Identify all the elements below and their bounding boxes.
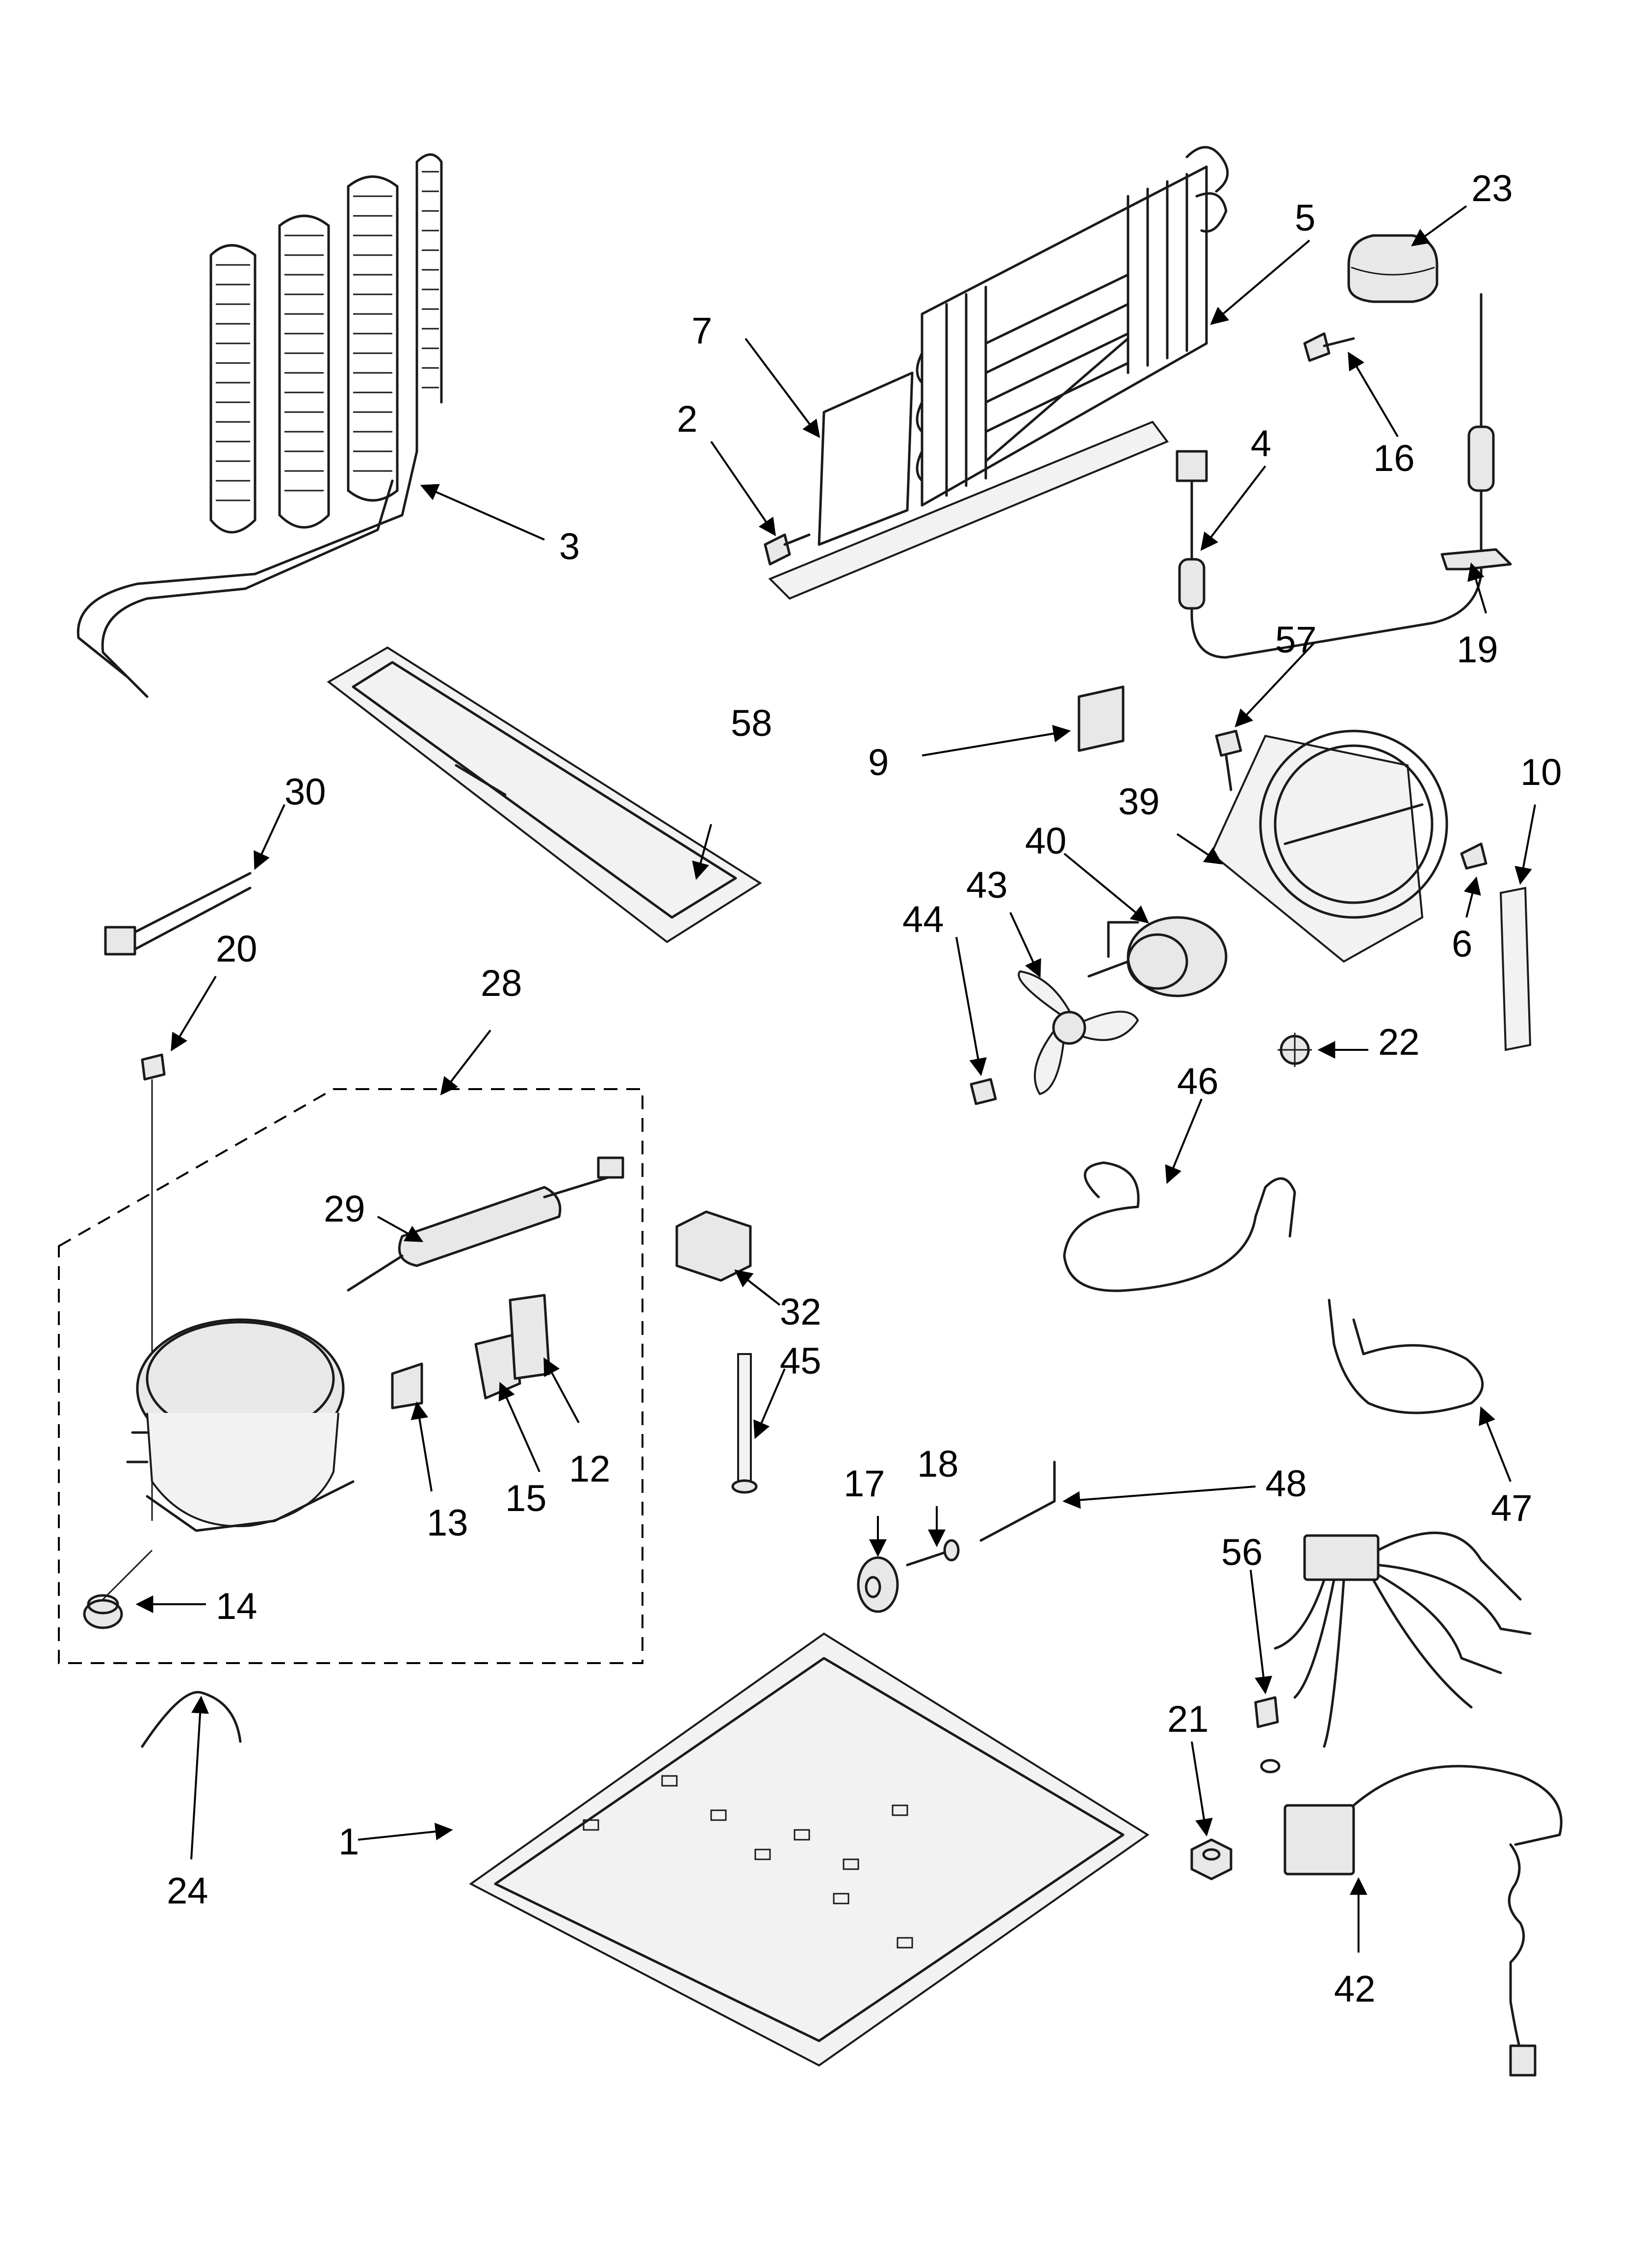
callout-21: 21: [1167, 1698, 1209, 1740]
callout-30: 30: [284, 771, 326, 813]
cable-tie: [104, 872, 252, 956]
callout-22: 22: [1378, 1021, 1420, 1063]
callout-58: 58: [731, 703, 772, 744]
callout-10: 10: [1520, 752, 1562, 793]
callout-46: 46: [1177, 1061, 1219, 1102]
evaporator-assembly: [768, 146, 1229, 600]
callout-23: 23: [1471, 168, 1513, 209]
callout-6: 6: [1452, 923, 1472, 965]
callout-15: 15: [505, 1478, 547, 1519]
relay-13: [391, 1362, 423, 1409]
callout-28: 28: [481, 963, 522, 1004]
drain-pan: [327, 646, 762, 943]
compressor-assembly-outline: [58, 1088, 643, 1664]
connector-32: [675, 1210, 752, 1282]
fan-motor: [1087, 916, 1228, 997]
fan-shroud: [1210, 730, 1448, 963]
callout-29: 29: [324, 1188, 365, 1230]
grommet-14: [83, 1549, 153, 1629]
callout-24: 24: [167, 1870, 208, 1912]
callout-4: 4: [1251, 423, 1271, 465]
clip-24: [141, 1691, 242, 1748]
bracket-9: [1078, 685, 1125, 752]
callout-19: 19: [1457, 629, 1498, 671]
clip-19: [1440, 548, 1512, 571]
cap-23: [1347, 234, 1438, 303]
callout-1: 1: [338, 1821, 359, 1863]
callout-16: 16: [1373, 438, 1415, 479]
callout-14: 14: [216, 1586, 257, 1627]
callout-12: 12: [569, 1448, 611, 1490]
tube-48: [979, 1460, 1056, 1542]
callout-42: 42: [1334, 1968, 1376, 2010]
roller-17: [857, 1556, 899, 1613]
callout-13: 13: [427, 1502, 468, 1544]
pin-45: [731, 1353, 758, 1494]
callout-18: 18: [917, 1443, 959, 1485]
callout-20: 20: [216, 928, 257, 970]
screw-56: [1254, 1696, 1281, 1773]
callout-3: 3: [559, 526, 580, 568]
callout-labels: 1 2 3 4 5 6 7 9 10 12 13 14 15 16 17 18 …: [167, 168, 1562, 2010]
wire-harness-42: [1274, 1532, 1563, 2077]
thermistor-wire-4: [1176, 293, 1495, 659]
screw-2: [764, 533, 811, 566]
callout-44: 44: [902, 899, 944, 940]
tube-47: [1328, 1299, 1484, 1414]
relay-cover-12: [509, 1294, 551, 1380]
callout-2: 2: [677, 398, 697, 440]
drier-29: [347, 1156, 624, 1292]
condenser-coil: [77, 153, 443, 698]
strip-10: [1499, 886, 1532, 1051]
callout-48: 48: [1265, 1463, 1307, 1505]
callout-17: 17: [844, 1463, 885, 1505]
callout-56: 56: [1221, 1532, 1263, 1573]
callout-40: 40: [1025, 820, 1067, 862]
fan-blade: [1018, 970, 1139, 1095]
callout-47: 47: [1491, 1487, 1533, 1529]
axle-18: [906, 1539, 960, 1566]
leader-lines: [135, 205, 1536, 1953]
callout-39: 39: [1118, 781, 1160, 823]
screw-16: [1303, 332, 1355, 362]
callout-5: 5: [1295, 197, 1315, 239]
screw-57: [1215, 730, 1242, 791]
callout-9: 9: [868, 742, 889, 783]
compressor: [126, 1318, 355, 1532]
tube-46: [1063, 1161, 1296, 1292]
base-frame: [469, 1632, 1150, 2067]
nut-21: [1190, 1838, 1232, 1880]
screw-6: [1460, 842, 1488, 870]
callout-7: 7: [692, 310, 712, 352]
callout-43: 43: [966, 864, 1008, 906]
callout-57: 57: [1275, 619, 1317, 661]
callout-45: 45: [780, 1340, 821, 1382]
callout-32: 32: [780, 1291, 821, 1333]
clip-44: [970, 1078, 997, 1105]
grommet-22: [1278, 1033, 1312, 1067]
